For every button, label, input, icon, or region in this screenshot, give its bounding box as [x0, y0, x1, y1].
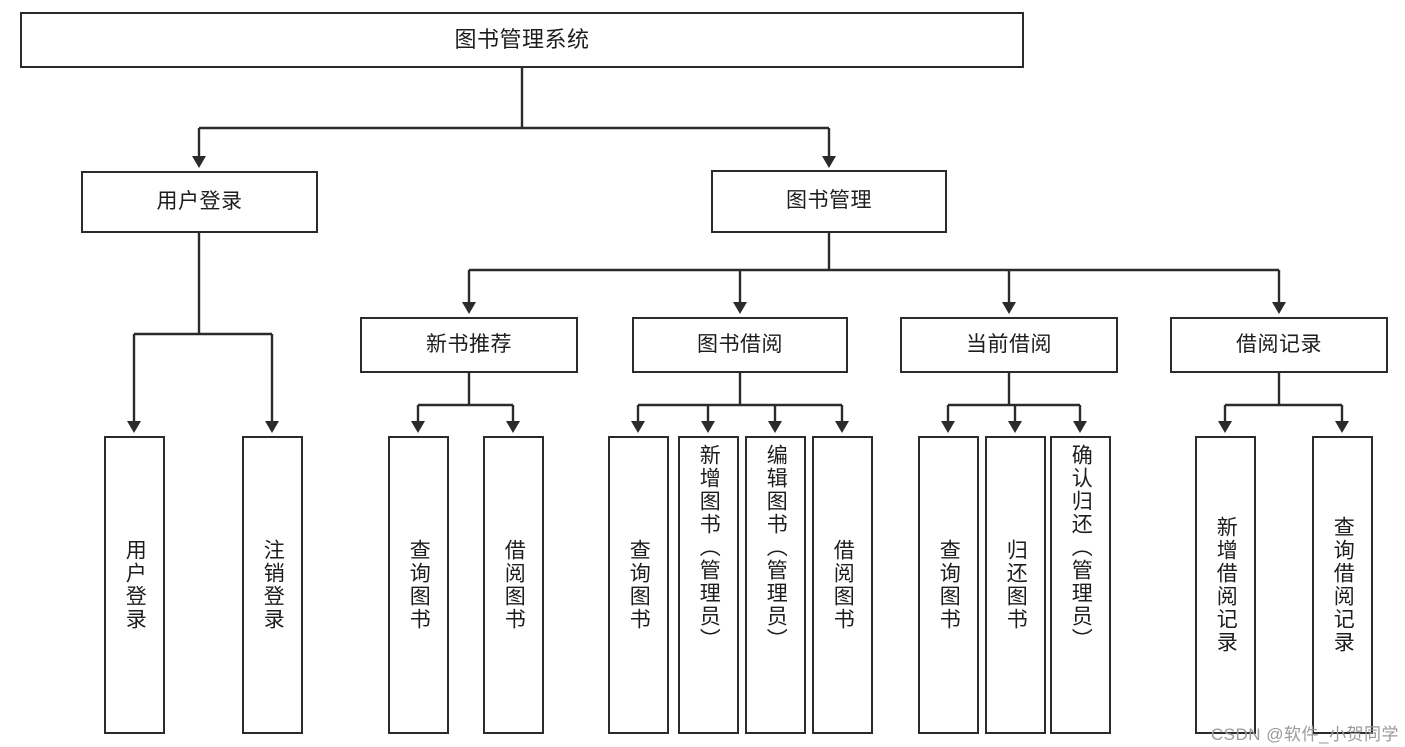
leaf-borrow-book-2-inner: 借阅图书 [830, 438, 856, 732]
node-user-login-label: 用户登录 [156, 189, 243, 213]
leaf-query-record-inner: 查询借阅记录 [1330, 438, 1356, 732]
leaf-query-record[interactable]: 查询借阅记录 [1312, 436, 1373, 734]
leaf-query-book-3-inner: 查询图书 [936, 438, 962, 732]
leaf-query-book-2[interactable]: 查询图书 [608, 436, 669, 734]
leaf-query-book-1-inner: 查询图书 [406, 438, 432, 732]
leaf-return-book-inner: 归还图书 [1003, 438, 1029, 732]
leaf-return-book-label: 归还图书 [1004, 539, 1028, 631]
node-current-borrow-label: 当前借阅 [966, 332, 1052, 356]
node-borrow-record[interactable]: 借阅记录 [1170, 317, 1388, 373]
node-book-manage-label: 图书管理 [786, 189, 872, 213]
node-book-borrow-label: 图书借阅 [697, 332, 783, 356]
node-current-borrow[interactable]: 当前借阅 [900, 317, 1118, 373]
leaf-add-book-label: 新增图书（管理员） [697, 444, 721, 651]
leaf-edit-book[interactable]: 编辑图书（管理员） [745, 436, 806, 734]
leaf-borrow-book-2[interactable]: 借阅图书 [812, 436, 873, 734]
leaf-query-book-1[interactable]: 查询图书 [388, 436, 449, 734]
leaf-borrow-book-1-label: 借阅图书 [502, 539, 526, 631]
leaf-logout-inner: 注销登录 [260, 438, 286, 732]
node-user-login[interactable]: 用户登录 [81, 171, 318, 233]
leaf-add-record-inner: 新增借阅记录 [1213, 438, 1239, 732]
leaf-logout-label: 注销登录 [261, 539, 285, 631]
leaf-confirm-return-label: 确认归还（管理员） [1069, 444, 1093, 651]
leaf-add-book[interactable]: 新增图书（管理员） [678, 436, 739, 734]
leaf-query-book-2-label: 查询图书 [627, 539, 651, 631]
leaf-logout[interactable]: 注销登录 [242, 436, 303, 734]
watermark-text: CSDN @软件_小贺同学 [1210, 725, 1399, 744]
leaf-query-book-3-label: 查询图书 [937, 539, 961, 631]
leaf-borrow-book-2-label: 借阅图书 [831, 539, 855, 631]
leaf-borrow-book-1-inner: 借阅图书 [501, 438, 527, 732]
leaf-user-login-label: 用户登录 [123, 539, 147, 631]
leaf-borrow-book-1[interactable]: 借阅图书 [483, 436, 544, 734]
node-root[interactable]: 图书管理系统 [20, 12, 1024, 68]
node-root-label: 图书管理系统 [454, 27, 590, 53]
node-borrow-record-label: 借阅记录 [1236, 332, 1322, 356]
leaf-add-record-label: 新增借阅记录 [1214, 516, 1238, 654]
leaf-user-login[interactable]: 用户登录 [104, 436, 165, 734]
node-new-book-recommend[interactable]: 新书推荐 [360, 317, 578, 373]
node-book-borrow[interactable]: 图书借阅 [632, 317, 848, 373]
leaf-add-record[interactable]: 新增借阅记录 [1195, 436, 1256, 734]
node-new-book-recommend-label: 新书推荐 [426, 332, 512, 356]
leaf-edit-book-label: 编辑图书（管理员） [764, 444, 788, 651]
leaf-user-login-inner: 用户登录 [122, 438, 148, 732]
leaf-confirm-return[interactable]: 确认归还（管理员） [1050, 436, 1111, 734]
leaf-query-book-1-label: 查询图书 [407, 539, 431, 631]
leaf-query-book-3[interactable]: 查询图书 [918, 436, 979, 734]
node-book-manage[interactable]: 图书管理 [711, 170, 947, 233]
leaf-query-record-label: 查询借阅记录 [1331, 516, 1355, 654]
leaf-return-book[interactable]: 归还图书 [985, 436, 1046, 734]
leaf-query-book-2-inner: 查询图书 [626, 438, 652, 732]
